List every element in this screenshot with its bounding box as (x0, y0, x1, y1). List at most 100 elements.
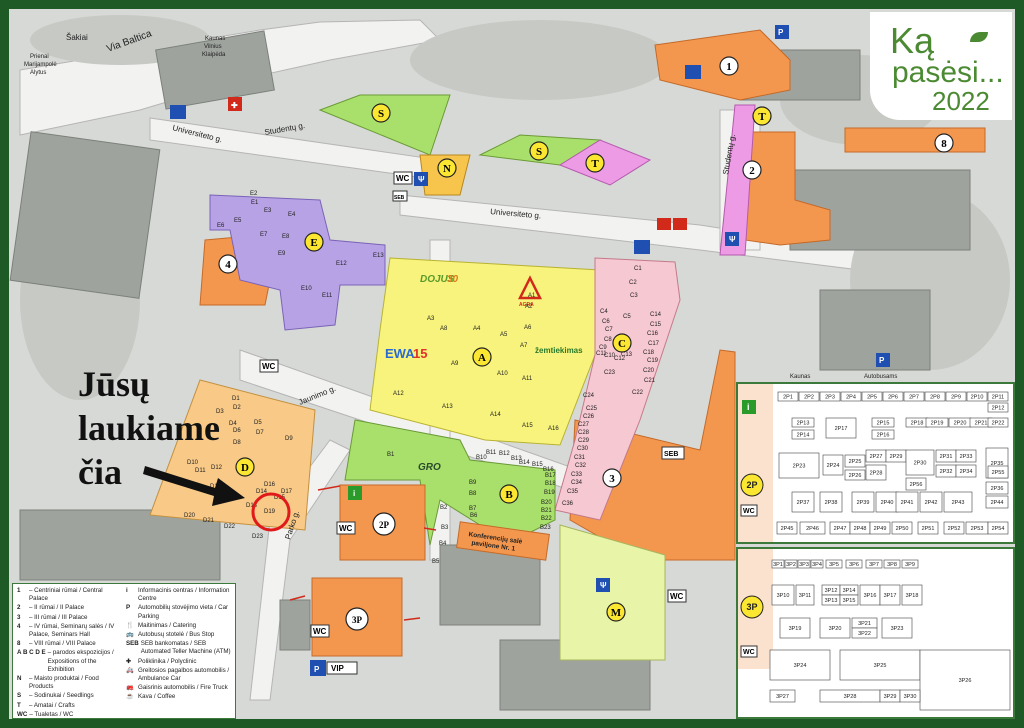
panel-stand-box-3p8 (883, 559, 901, 569)
stand-b11: B11 (486, 450, 497, 456)
palace-2 (744, 131, 831, 246)
legend-right-row-6: 🚑Greitosios pagalbos automobilis / Ambul… (126, 667, 231, 683)
legend-right-symbol-8: ☕ (126, 693, 134, 701)
legend-left-row-9: WC– Tualetas / WC (17, 711, 122, 719)
street-kaunas-right: Kaunas (790, 374, 810, 380)
panel-stand-box-2p3 (819, 391, 841, 402)
zone-label-t-1: T (591, 158, 599, 170)
vip-label-box (326, 661, 358, 675)
panel-stand-box-2p23 (778, 452, 820, 479)
stand-c14: C14 (650, 312, 662, 318)
sponsor-ewa: EWA (385, 346, 415, 361)
panel-stand-2p23: 2P23 (793, 464, 806, 470)
panel-stand-box-2p12 (987, 402, 1009, 413)
stand-b3: B3 (441, 525, 449, 531)
zone-label-d-0: D (241, 462, 249, 474)
wc-label-n: WC (396, 174, 410, 183)
stand-c4: C4 (600, 309, 608, 315)
stand-c15: C15 (650, 322, 662, 328)
panel-stand-2p33: 2P33 (960, 454, 973, 460)
panel-stand-box-2p7 (903, 391, 925, 402)
stand-b10: B10 (476, 455, 487, 461)
callout-text: Jūsų laukiame čia (78, 362, 220, 494)
stand-c31: C31 (574, 455, 586, 461)
sponsor-zemtiekimas: žemtiekimas (535, 346, 583, 355)
panel-stand-2p13: 2P13 (797, 421, 810, 427)
stand-d17: D17 (281, 489, 293, 495)
zone-label-n-0: N (443, 163, 451, 175)
panel-stand-box-2p39 (851, 491, 875, 513)
legend-right-symbol-1: P (126, 604, 131, 612)
panel-stand-box-2p2 (798, 391, 820, 402)
wc-icon-d (259, 359, 279, 373)
panel-stand-box-2p41 (895, 491, 919, 513)
panel-stand-2p43: 2P43 (952, 500, 965, 506)
stand-e11: E11 (322, 293, 333, 299)
panel-stand-box-2p50 (891, 521, 913, 535)
logo-line-2: pasėsi... (892, 56, 1004, 89)
stand-c30: C30 (577, 446, 589, 452)
panel-stand-3p27: 3P27 (776, 694, 789, 700)
panel-stand-box-2p1 (777, 391, 799, 402)
legend-left-symbol-0: 1 (17, 587, 21, 594)
stand-c29: C29 (578, 438, 590, 444)
sponsor-agra-logo (517, 275, 543, 300)
stand-b12: B12 (499, 451, 510, 457)
panel-stand-box-2p24 (822, 454, 844, 476)
panel-stand-2p30: 2P30 (914, 461, 927, 467)
panel-stand-3p12: 3P12 (825, 588, 838, 594)
panel-stand-box-2p26 (844, 469, 866, 481)
leaf-icon (970, 32, 988, 42)
stand-c11: C11 (596, 351, 607, 357)
zone-marker-p2p-0 (372, 512, 396, 536)
stand-c12: C12 (614, 356, 626, 362)
stand-d6: D6 (233, 428, 241, 434)
panel-stand-2p7: 2P7 (909, 395, 919, 401)
panel-stand-box-2p43 (943, 491, 973, 513)
panel-stand-box-3p5 (825, 559, 843, 569)
zone-marker-p2-0 (742, 160, 762, 180)
stand-d5: D5 (254, 420, 262, 426)
zone-label-m-0: M (611, 607, 622, 619)
zone-label-p4-0: 4 (225, 259, 231, 271)
panel-stand-2p27: 2P27 (870, 454, 883, 460)
street-klaipeda: Klaipėda (202, 52, 226, 58)
stand-a6: A6 (524, 325, 532, 331)
panel-stand-box-2p52 (943, 521, 965, 535)
panel-stand-box-2p37 (791, 491, 815, 513)
panel-stand-box-3p4 (810, 559, 824, 569)
panel-stand-box-2p36 (985, 481, 1009, 495)
panel-stand-3p21: 3P21 (858, 621, 871, 627)
zone-marker-b-0 (499, 484, 519, 504)
stand-c34: C34 (571, 480, 583, 486)
panel-stand-2p50: 2P50 (896, 526, 909, 532)
stand-d11: D11 (195, 468, 206, 474)
panel-marker-p2p (740, 473, 764, 497)
zone-label-p3-0: 3 (609, 473, 615, 485)
panel-stand-3p13: 3P13 (825, 598, 838, 604)
stand-e2: E2 (250, 191, 258, 197)
callout-line-2: laukiame (78, 408, 221, 448)
stand-c20: C20 (643, 368, 655, 374)
panel-stand-box-3p22 (851, 627, 878, 639)
legend-right-text-0: Informacinis centras / Information Centr… (138, 587, 230, 603)
panel-stand-2p42: 2P42 (925, 500, 938, 506)
panel-stand-2p40: 2P40 (881, 500, 894, 506)
legend-left-text-2: – III rūmai / III Palace (29, 613, 88, 621)
panel-stand-box-3p2 (784, 559, 798, 569)
stand-c8: C8 (604, 337, 612, 343)
stand-d4: D4 (229, 421, 237, 427)
stand-a14: A14 (490, 412, 501, 418)
stand-d9: D9 (285, 436, 293, 442)
panel-stand-2p47: 2P47 (834, 526, 847, 532)
legend-right-text-6: Greitosios pagalbos automobilis / Ambula… (138, 666, 230, 683)
panel-stand-box-2p22 (987, 417, 1009, 428)
stand-c17: C17 (648, 341, 660, 347)
panel-stand-2p48: 2P48 (854, 526, 867, 532)
panel-stand-box-2p38 (819, 491, 843, 513)
